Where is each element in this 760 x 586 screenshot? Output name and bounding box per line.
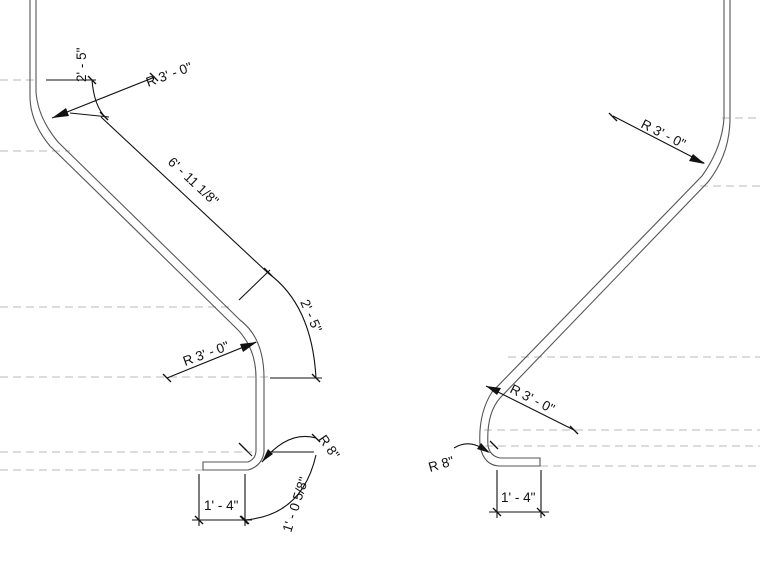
left-labels: R 3' - 0" 2' - 5" 6' - 11 1/8" 2' - 5" R… [74, 47, 343, 534]
left-rail-profile [29, 0, 265, 471]
right-rail-profile [479, 0, 731, 467]
left-arc-top-label: 2' - 5" [74, 47, 89, 82]
right-radius-top-label: R 3' - 0" [639, 116, 689, 151]
right-radius-bottom-label: R 8" [427, 453, 456, 475]
left-diagonal-length-label: 6' - 11 1/8" [165, 154, 222, 208]
left-radius-middle-label: R 3' - 0" [181, 338, 231, 369]
left-dimensions [46, 72, 322, 526]
right-dimensions [453, 112, 705, 518]
right-radius-middle-label: R 3' - 0" [508, 381, 558, 416]
reference-lines [0, 79, 760, 471]
right-labels: R 3' - 0" R 3' - 0" R 8" 1' - 4" [427, 116, 689, 505]
right-foot-length-label: 1' - 4" [501, 490, 536, 505]
left-radius-top-label: R 3' - 0" [144, 59, 194, 90]
left-foot-length-label: 1' - 4" [204, 498, 239, 513]
left-arc-middle-label: 2' - 5" [297, 297, 325, 335]
left-arc-bottom-label: 1' - 0 5/8" [280, 475, 312, 534]
left-radius-bottom-label: R 8" [316, 432, 343, 462]
